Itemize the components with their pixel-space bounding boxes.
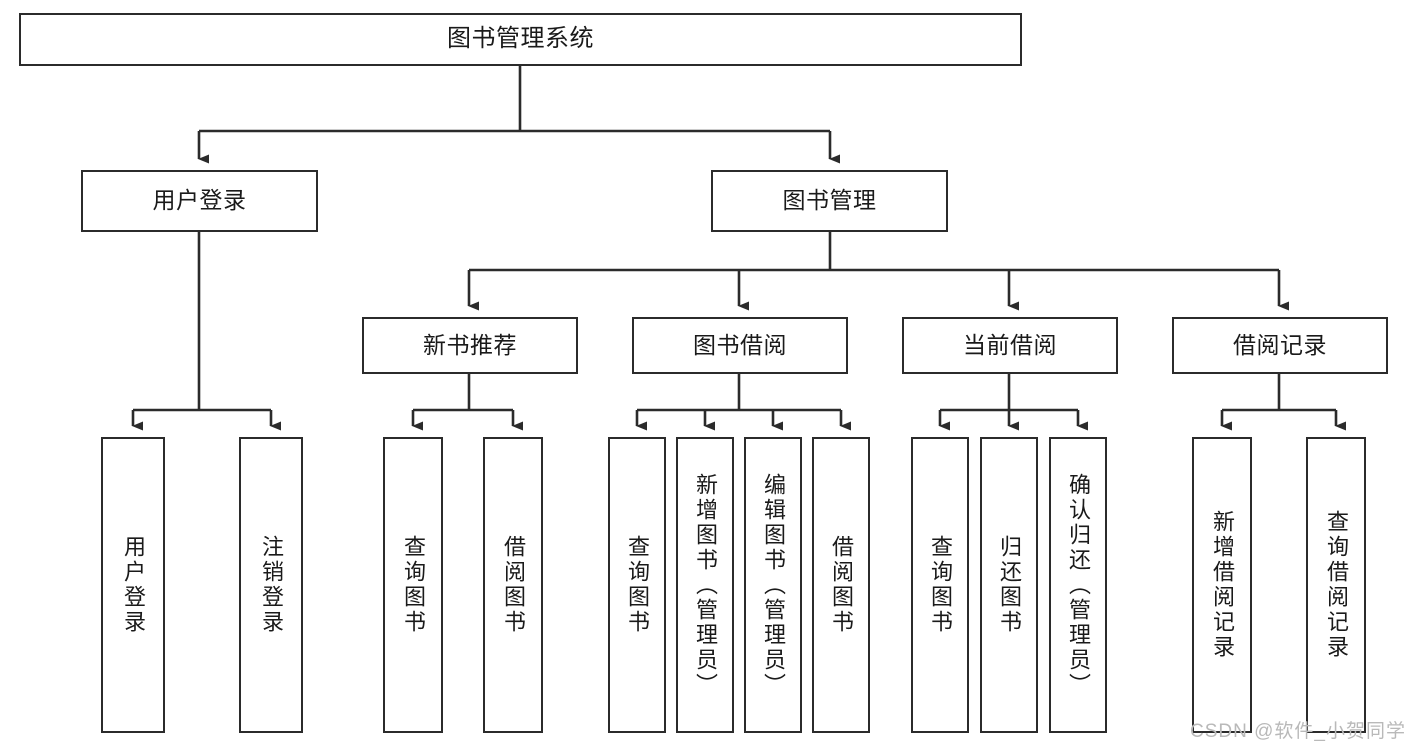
node-label: 用户登录 bbox=[152, 187, 247, 214]
node-root-title[interactable]: 图书管理系统 bbox=[19, 13, 1022, 66]
node-label: 查询图书 bbox=[928, 535, 953, 635]
node-book-manage[interactable]: 图书管理 bbox=[711, 170, 948, 232]
node-leaf-query-borrow-record[interactable]: 查询借阅记录 bbox=[1306, 437, 1366, 733]
node-label: 归还图书 bbox=[997, 535, 1022, 635]
node-label: 借阅图书 bbox=[501, 535, 526, 635]
node-label: 确认归还（管理员） bbox=[1066, 472, 1091, 698]
node-current-borrow[interactable]: 当前借阅 bbox=[902, 317, 1118, 374]
node-label: 借阅记录 bbox=[1233, 331, 1327, 358]
node-label: 图书借阅 bbox=[693, 331, 787, 358]
node-leaf-borrow-book-2[interactable]: 借阅图书 bbox=[812, 437, 870, 733]
node-leaf-borrow-book-1[interactable]: 借阅图书 bbox=[483, 437, 543, 733]
node-label: 注销登录 bbox=[259, 535, 284, 635]
node-leaf-user-login[interactable]: 用户登录 bbox=[101, 437, 165, 733]
node-user-login[interactable]: 用户登录 bbox=[81, 170, 318, 232]
node-leaf-query-book-3[interactable]: 查询图书 bbox=[911, 437, 969, 733]
node-label: 新增图书（管理员） bbox=[693, 472, 718, 698]
node-label: 新增借阅记录 bbox=[1210, 510, 1235, 660]
node-leaf-return-book[interactable]: 归还图书 bbox=[980, 437, 1038, 733]
node-label: 查询图书 bbox=[625, 535, 650, 635]
node-label: 图书管理 bbox=[782, 187, 877, 214]
csdn-watermark: CSDN @软件_小贺同学 bbox=[1190, 721, 1405, 742]
node-leaf-logout-login[interactable]: 注销登录 bbox=[239, 437, 303, 733]
node-leaf-add-borrow-record[interactable]: 新增借阅记录 bbox=[1192, 437, 1252, 733]
node-label: 查询借阅记录 bbox=[1324, 510, 1349, 660]
node-leaf-query-book-1[interactable]: 查询图书 bbox=[383, 437, 443, 733]
node-label: 查询图书 bbox=[401, 535, 426, 635]
node-label: 当前借阅 bbox=[963, 331, 1057, 358]
node-label: 借阅图书 bbox=[829, 535, 854, 635]
node-leaf-add-book-admin[interactable]: 新增图书（管理员） bbox=[676, 437, 734, 733]
node-label: 编辑图书（管理员） bbox=[761, 472, 786, 698]
node-label: 用户登录 bbox=[121, 535, 146, 635]
node-label: 新书推荐 bbox=[423, 331, 517, 358]
node-borrow-record[interactable]: 借阅记录 bbox=[1172, 317, 1388, 374]
node-new-book-recommend[interactable]: 新书推荐 bbox=[362, 317, 578, 374]
node-leaf-confirm-return-admin[interactable]: 确认归还（管理员） bbox=[1049, 437, 1107, 733]
node-leaf-edit-book-admin[interactable]: 编辑图书（管理员） bbox=[744, 437, 802, 733]
node-book-borrow[interactable]: 图书借阅 bbox=[632, 317, 848, 374]
node-label: 图书管理系统 bbox=[447, 25, 594, 53]
node-leaf-query-book-2[interactable]: 查询图书 bbox=[608, 437, 666, 733]
